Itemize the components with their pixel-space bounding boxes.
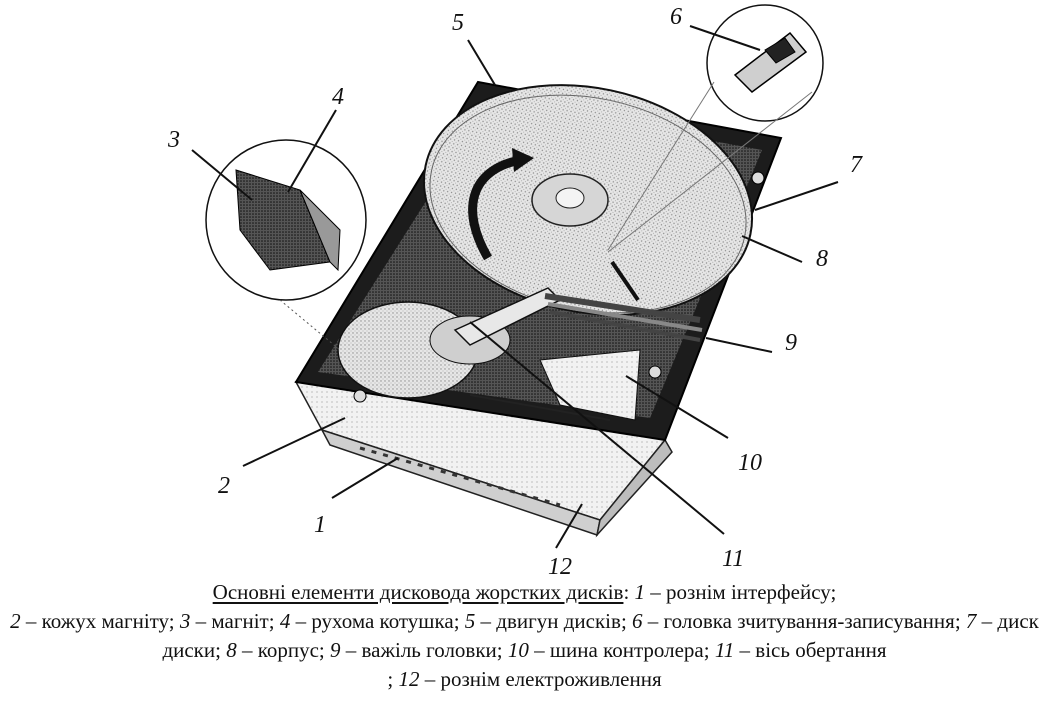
caption-item-num: 9	[330, 638, 341, 662]
caption-item-text-part: диск	[997, 609, 1039, 633]
leader-1	[331, 457, 399, 499]
callout-12: 12	[548, 554, 572, 578]
callout-5: 5	[452, 10, 464, 36]
caption-item-num: 11	[714, 638, 735, 662]
leader-2	[242, 417, 346, 467]
caption-item-text: головка зчитування-записування	[663, 609, 955, 633]
callout-1: 1	[314, 512, 326, 538]
caption-item-num: 3	[179, 609, 191, 633]
callout-9: 9	[785, 330, 797, 356]
caption-item-text: двигун дисків	[496, 609, 621, 633]
caption-item-num: 6	[632, 609, 643, 633]
leader-8	[741, 235, 803, 263]
leader-5	[467, 39, 496, 86]
leader-lines	[191, 25, 839, 549]
leader-7	[754, 181, 839, 211]
caption-item-num: 10	[507, 638, 529, 662]
caption-item-num: 12	[398, 667, 420, 691]
leader-10	[625, 375, 729, 439]
callout-7: 7	[850, 152, 863, 178]
leader-11	[469, 321, 725, 535]
caption-item-text: кожух магніту	[41, 609, 169, 633]
leader-4	[287, 109, 337, 193]
leader-12	[555, 503, 583, 549]
caption-item-num: 5	[464, 609, 476, 633]
callout-8: 8	[816, 246, 828, 272]
callout-6: 6	[670, 4, 682, 30]
callout-10: 10	[738, 450, 762, 476]
caption-item-text: важіль головки	[361, 638, 497, 662]
zoom-circle-head	[607, 4, 824, 253]
callout-4: 4	[332, 84, 344, 110]
callout-11: 11	[722, 546, 744, 572]
caption-item-text: шина контролера	[549, 638, 704, 662]
caption-item-text: магніт	[211, 609, 269, 633]
figure-caption: Основні елементи дисковода жорстких диск…	[0, 578, 1049, 694]
caption-item-num: 2	[10, 609, 21, 633]
callout-3: 3	[167, 127, 180, 153]
caption-line-3: диски; 8 – корпус; 9 – важіль головки; 1…	[162, 638, 887, 662]
callout-2: 2	[218, 473, 230, 499]
caption-line-2: 2 – кожух магніту; 3 – магніт; 4 – рухом…	[10, 609, 1039, 633]
caption-item-num: 7	[965, 609, 977, 633]
caption-item-num: 8	[226, 638, 237, 662]
zoom-circle-magnet	[205, 139, 367, 351]
caption-item-text: рознім інтерфейсу	[666, 580, 831, 604]
caption-item-num: 4	[279, 609, 291, 633]
caption-line-4: ; 12 – рознім електроживлення	[387, 667, 662, 691]
caption-item-text: рухома котушка	[311, 609, 454, 633]
leader-3	[191, 149, 253, 201]
caption-item-text: рознім електроживлення	[440, 667, 662, 691]
leader-6	[689, 25, 761, 51]
platter	[422, 84, 754, 316]
caption-title: Основні елементи дисковода жорстких диск…	[212, 580, 624, 604]
caption-item-text: диски	[162, 638, 216, 662]
caption-item-text: вісь обертання	[755, 638, 887, 662]
leader-9	[705, 337, 773, 353]
caption-item-num: 1	[634, 580, 646, 604]
caption-line-1: Основні елементи дисковода жорстких диск…	[212, 580, 837, 604]
caption-item-text: корпус	[257, 638, 319, 662]
hard-drive-illustration: 1 2 3 4 5 6 7 8 9 10 11 12	[167, 4, 863, 578]
